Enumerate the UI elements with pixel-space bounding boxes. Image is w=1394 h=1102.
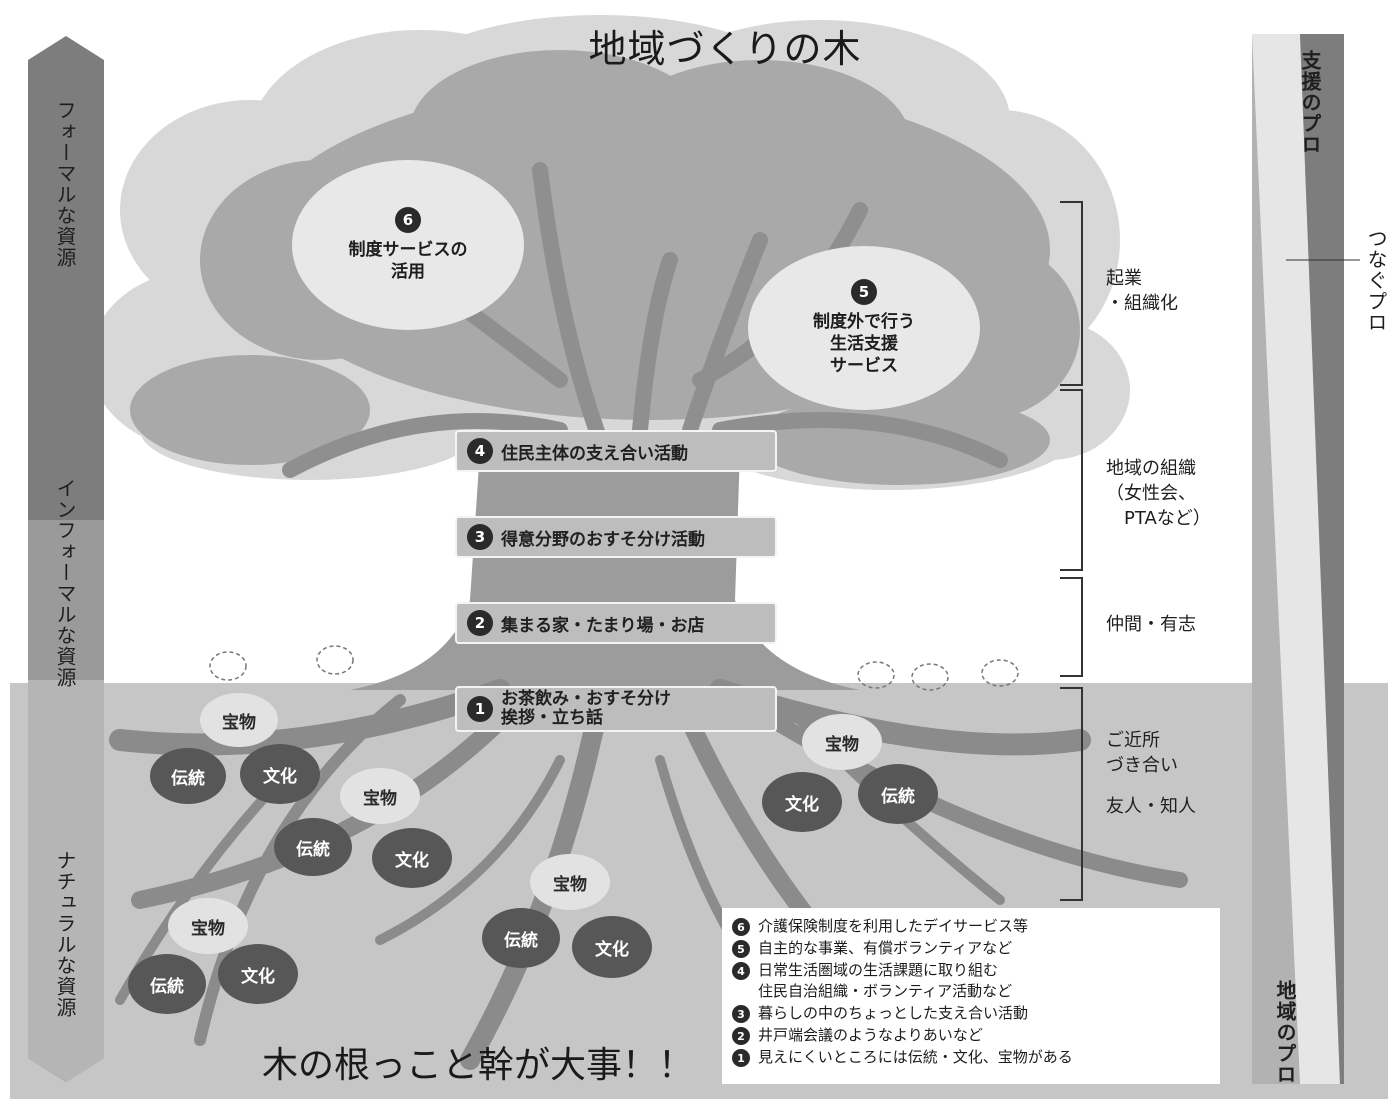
activity-1-text: お茶飲み・おすそ分け 挨拶・立ち話 [501,689,671,728]
legend-number: 3 [732,1005,750,1023]
formal-resource-label: フォーマルな資源 [53,100,77,268]
activity-3-text: 得意分野のおすそ分け活動 [501,529,705,550]
legend-text: 日常生活圏域の生活課題に取り組む 住民自治組織・ボランティア活動など [758,961,1013,1000]
side-label-kigyou: 起業 ・組織化 [1106,268,1178,314]
legend: 6 介護保険制度を利用したデイサービス等 5 自主的な事業、有償ボランティアなど… [722,908,1220,1084]
side-label-chiiki-soshiki: 地域の組織 （女性会、 PTAなど） [1106,458,1211,529]
activity-4: 4 住民主体の支え合い活動 [455,430,777,472]
page-title: 地域づくりの木 [588,27,862,71]
culture-node: 文化 [218,944,298,1004]
support-pro-label: 支援のプロ [1298,50,1322,155]
treasure-node: 宝物 [200,693,278,747]
tradition-node: 伝統 [274,818,352,876]
treasure-node: 宝物 [168,898,248,954]
tradition-node: 伝統 [128,954,206,1014]
tradition-node: 伝統 [858,764,938,824]
circle-5-text: 制度外で行う 生活支援 サービス [813,312,915,376]
legend-item: 1 見えにくいところには伝統・文化、宝物がある [732,1047,1210,1068]
tradition-node: 伝統 [482,908,560,968]
treasure-node: 宝物 [340,768,420,824]
legend-number: 4 [732,962,750,980]
culture-node: 文化 [572,916,652,978]
circle-6-text: 制度サービスの 活用 [348,240,468,282]
informal-resource-label: インフォーマルな資源 [53,478,77,688]
legend-number: 1 [732,1049,750,1067]
circle-5-number: 5 [851,279,877,305]
legend-number: 6 [732,918,750,936]
legend-item: 5 自主的な事業、有償ボランティアなど [732,938,1210,959]
circle-6-number: 6 [395,207,421,233]
activity-1: 1 お茶飲み・おすそ分け 挨拶・立ち話 [455,686,777,732]
trunk [350,450,860,690]
legend-number: 2 [732,1027,750,1045]
treasure-node: 宝物 [802,714,882,770]
culture-node: 文化 [240,744,320,804]
legend-text: 暮らしの中のちょっとした支え合い活動 [758,1004,1029,1022]
treasure-node: 宝物 [530,854,610,910]
footer-title: 木の根っこと幹が大事！！ [262,1045,695,1086]
legend-text: 自主的な事業、有償ボランティアなど [758,939,1013,957]
community-pro-label: 地域のプロ [1273,980,1297,1085]
activity-3-number: 3 [467,524,493,550]
legend-item: 3 暮らしの中のちょっとした支え合い活動 [732,1003,1210,1024]
culture-node: 文化 [762,772,842,832]
legend-text: 見えにくいところには伝統・文化、宝物がある [758,1048,1073,1066]
side-label-gokinjo: ご近所 づき合い [1106,730,1178,776]
activity-4-number: 4 [467,438,493,464]
natural-resource-label: ナチュラルな資源 [53,850,77,1018]
legend-item: 6 介護保険制度を利用したデイサービス等 [732,916,1210,937]
legend-number: 5 [732,940,750,958]
activity-2: 2 集まる家・たまり場・お店 [455,602,777,644]
legend-item: 2 井戸端会議のようなよりあいなど [732,1025,1210,1046]
canopy-circle-5: 5 制度外で行う 生活支援 サービス [748,246,980,410]
legend-text: 介護保険制度を利用したデイサービス等 [758,917,1029,935]
culture-node: 文化 [372,828,452,888]
side-label-nakama: 仲間・有志 [1106,614,1196,635]
legend-text: 井戸端会議のようなよりあいなど [758,1026,983,1044]
activity-2-number: 2 [467,610,493,636]
activity-4-text: 住民主体の支え合い活動 [501,443,688,464]
canopy-circle-6: 6 制度サービスの 活用 [292,160,524,330]
activity-2-text: 集まる家・たまり場・お店 [501,615,705,636]
sprouts [209,645,1019,691]
activity-3: 3 得意分野のおすそ分け活動 [455,516,777,558]
legend-item: 4 日常生活圏域の生活課題に取り組む 住民自治組織・ボランティア活動など [732,960,1210,1002]
tradition-node: 伝統 [150,748,226,804]
activity-1-number: 1 [467,696,493,722]
connect-pro-label: つなぐプロ [1364,228,1388,333]
brackets [1060,201,1083,901]
side-label-yuujin: 友人・知人 [1106,796,1196,817]
